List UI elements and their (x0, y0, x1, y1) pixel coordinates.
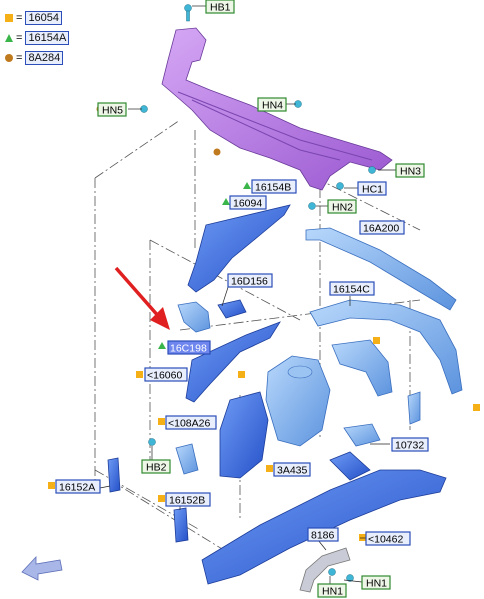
small-bracket-part[interactable] (175, 443, 199, 475)
label-16094[interactable]: 16094 (229, 195, 267, 210)
square-symbol-icon (5, 14, 13, 22)
label-hb1[interactable]: HB1 (205, 0, 235, 14)
legend-code[interactable]: 8A284 (25, 51, 64, 65)
label-3a435[interactable]: 3A435 (273, 462, 311, 477)
label-16060[interactable]: <16060 (144, 367, 188, 382)
label-hn3[interactable]: HN3 (395, 163, 425, 178)
label-hn1-left[interactable]: HN1 (317, 583, 347, 598)
label-16154c[interactable]: 16154C (329, 281, 375, 296)
svg-text:16A200: 16A200 (363, 223, 399, 235)
label-10732[interactable]: 10732 (391, 437, 429, 452)
part-16d156-shape[interactable] (217, 299, 247, 319)
arm-16060-part[interactable] (185, 321, 281, 403)
svg-text:HB2: HB2 (146, 462, 167, 474)
label-hc1[interactable]: HC1 (357, 181, 387, 196)
svg-text:3A435: 3A435 (277, 465, 308, 477)
legend-row-circle: = 8A284 (4, 48, 69, 68)
svg-text:HN5: HN5 (102, 105, 123, 117)
label-16152a[interactable]: 16152A (55, 479, 101, 494)
svg-text:<16060: <16060 (147, 370, 182, 382)
svg-text:16152B: 16152B (169, 495, 205, 507)
shock-tower-3a435-part[interactable] (265, 355, 331, 447)
legend-code[interactable]: 16054 (25, 11, 63, 25)
svg-text:<108A26: <108A26 (168, 418, 210, 430)
circle-symbol-icon (5, 54, 13, 62)
svg-text:16152A: 16152A (59, 482, 95, 494)
label-16a200[interactable]: 16A200 (359, 220, 405, 235)
wheelhouse-108a26-part[interactable] (219, 391, 269, 479)
part-labels: HB1 HN5 HN4 HN3 HC1 HN2 16154B 16094 16A… (55, 0, 429, 598)
label-16c198[interactable]: 16C198 (167, 340, 211, 355)
svg-text:16C198: 16C198 (170, 343, 207, 355)
svg-text:HN1: HN1 (366, 578, 387, 590)
svg-text:8186: 8186 (311, 530, 335, 542)
svg-text:HN4: HN4 (262, 100, 283, 112)
direction-arrow-icon (21, 555, 63, 581)
legend-code[interactable]: 16154A (25, 31, 70, 45)
label-10462[interactable]: <10462 (365, 531, 411, 546)
hook-8186-part[interactable] (299, 547, 351, 593)
frame-rail-part[interactable] (201, 451, 447, 585)
label-16152b[interactable]: 16152B (165, 492, 211, 507)
label-hn1-right[interactable]: HN1 (361, 575, 391, 590)
svg-text:HN2: HN2 (332, 202, 353, 214)
panel-16154c-part[interactable] (309, 299, 463, 395)
svg-text:HN1: HN1 (322, 586, 343, 598)
red-pointer-arrow (114, 266, 170, 330)
svg-text:HB1: HB1 (210, 2, 231, 14)
label-hn4[interactable]: HN4 (257, 97, 287, 112)
bracket-assembly-part[interactable] (331, 339, 421, 447)
legend-row-square: = 16054 (4, 8, 69, 28)
bracket-16c198-part[interactable] (177, 301, 211, 333)
label-hn2[interactable]: HN2 (327, 199, 357, 214)
label-16154b[interactable]: 16154B (251, 179, 297, 194)
svg-text:HN3: HN3 (400, 166, 421, 178)
triangle-symbol-icon (5, 34, 13, 42)
label-hb2[interactable]: HB2 (141, 459, 171, 474)
left-apron-part[interactable] (187, 204, 291, 293)
svg-text:16154B: 16154B (255, 182, 291, 194)
radiator-support-part[interactable] (161, 27, 393, 191)
legend: = 16054 = 16154A = 8A284 (4, 8, 70, 68)
svg-text:10732: 10732 (395, 440, 424, 452)
label-hn5[interactable]: HN5 (97, 102, 127, 117)
label-8186[interactable]: 8186 (307, 527, 339, 542)
svg-text:<10462: <10462 (368, 534, 403, 546)
svg-text:16094: 16094 (233, 198, 262, 210)
fasteners (140, 4, 376, 582)
svg-text:16D156: 16D156 (231, 276, 268, 288)
bracket-16152-part[interactable] (107, 457, 189, 543)
legend-row-triangle: = 16154A (4, 28, 70, 48)
svg-text:16154C: 16154C (333, 284, 370, 296)
svg-text:HC1: HC1 (362, 184, 383, 196)
upper-rail-16a200-part[interactable] (305, 227, 457, 311)
label-16d156[interactable]: 16D156 (227, 273, 273, 288)
label-108a26[interactable]: <108A26 (165, 415, 217, 430)
